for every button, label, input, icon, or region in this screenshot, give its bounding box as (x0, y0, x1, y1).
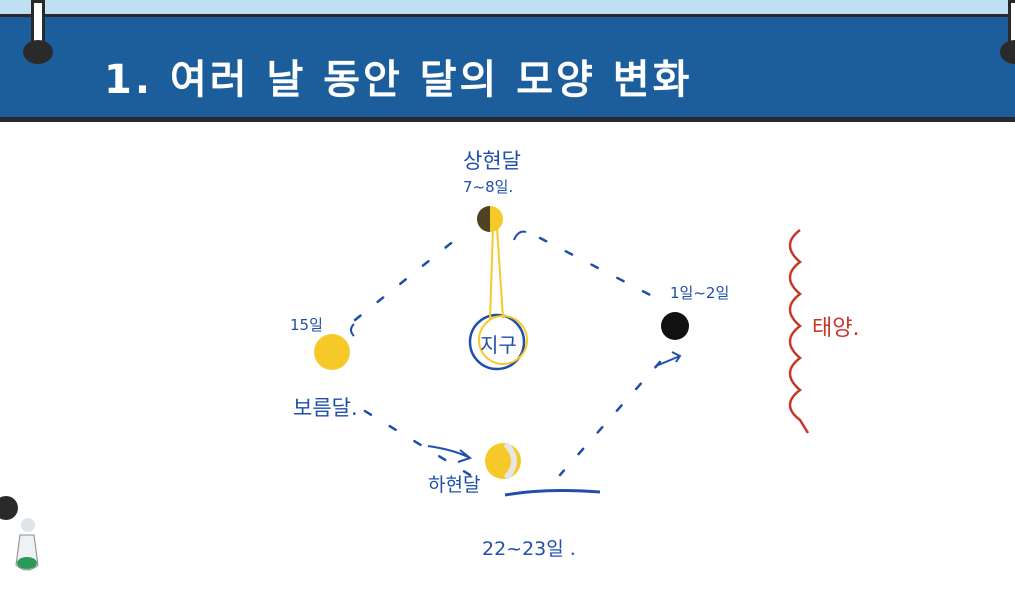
sun-label: 태양. (812, 316, 859, 341)
earth: 지구 (468, 227, 528, 371)
full-moon-days: 15일 (290, 316, 323, 334)
title-banner: 1. 여러 날 동안 달의 모양 변화 (0, 14, 1015, 122)
mascot-icon (0, 496, 39, 571)
pin-base-right (1000, 40, 1015, 64)
moon-last-quarter: 하현달 22~23일 . (428, 441, 601, 560)
moon-full: 15일 보름달. (290, 316, 358, 420)
last-quarter-label: 하현달 (428, 474, 480, 496)
page-title: 1. 여러 날 동안 달의 모양 변화 (104, 57, 693, 103)
pin-base-left (23, 40, 53, 64)
first-quarter-label: 상현달 (463, 149, 521, 173)
earth-label: 지구 (480, 333, 517, 357)
moon-first-quarter: 상현달 7~8일. (463, 149, 527, 241)
moon-new: 1일~2일 (655, 284, 729, 367)
first-quarter-days: 7~8일. (463, 178, 513, 196)
sun: 태양. (788, 229, 859, 434)
top-strip (0, 0, 1015, 14)
moon-orbit (353, 236, 662, 477)
full-moon-label: 보름달. (293, 396, 358, 420)
new-moon-days: 1일~2일 (670, 284, 729, 302)
orbit-arrow (427, 445, 473, 463)
last-quarter-days: 22~23일 . (482, 538, 576, 560)
